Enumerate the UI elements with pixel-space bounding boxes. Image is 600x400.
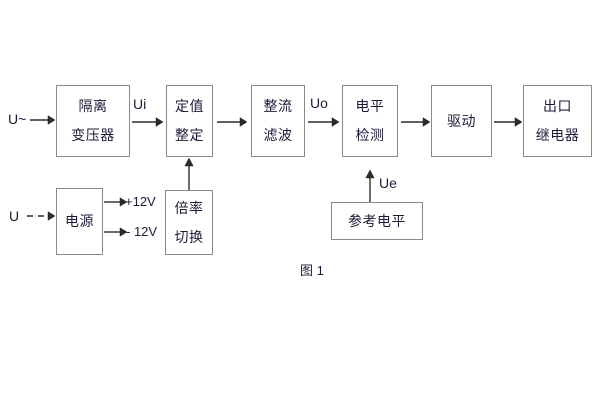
block-label-line-2: 检测 <box>355 127 385 143</box>
block-isolation-transformer[interactable]: 隔离 变压器 <box>56 85 130 157</box>
arrow-power-supply-negative-rail <box>104 226 128 238</box>
arrow-power-supply-positive-rail <box>104 196 128 208</box>
block-label-line-2: 变压器 <box>71 127 115 143</box>
signal-label-uo: Uo <box>310 95 328 111</box>
input-label-ac: U~ <box>8 111 27 127</box>
arrow-multiplier-switch-to-setting-value <box>183 157 195 191</box>
block-output-relay[interactable]: 出口 继电器 <box>523 85 592 157</box>
signal-label-ue: Ue <box>379 175 397 191</box>
arrow-rectify-filter-to-level-detection <box>308 116 340 128</box>
block-drive[interactable]: 驱动 <box>431 85 492 157</box>
block-reference-level[interactable]: 参考电平 <box>331 202 423 240</box>
block-label-line-1: 倍率 <box>174 199 204 216</box>
block-label-line-1: 整流 <box>263 98 293 115</box>
arrow-isolation-transformer-to-setting-value <box>132 116 164 128</box>
block-setting-value[interactable]: 定值 整定 <box>166 85 213 157</box>
rail-label-negative-12v: - 12V <box>126 224 158 239</box>
block-rectify-filter[interactable]: 整流 滤波 <box>251 85 305 157</box>
block-power-supply[interactable]: 电源 <box>56 188 103 255</box>
block-label-line-1: 电平 <box>355 98 385 115</box>
signal-label-ui: Ui <box>133 96 147 112</box>
block-multiplier-switch[interactable]: 倍率 切换 <box>165 190 213 255</box>
arrow-drive-to-output-relay <box>494 116 523 128</box>
block-label-line-2: 继电器 <box>535 127 580 143</box>
arrow-setting-value-to-rectify-filter <box>217 116 248 128</box>
arrow-reference-level-to-level-detection <box>364 169 376 203</box>
block-label-line-2: 切换 <box>174 228 204 245</box>
block-level-detection[interactable]: 电平 检测 <box>342 85 398 157</box>
rail-label-positive-12v: +12V <box>125 194 156 209</box>
block-label-line-1: 参考电平 <box>348 212 406 229</box>
block-label-line-2: 整定 <box>175 127 204 143</box>
arrow-input-ac-to-isolation-transformer <box>30 114 56 126</box>
block-label-line-1: 隔离 <box>78 98 108 115</box>
input-label-dc: U <box>9 208 20 224</box>
figure-caption: 图 1 <box>300 263 324 278</box>
block-label-line-1: 驱动 <box>447 112 476 129</box>
block-label-line-1: 电源 <box>65 213 94 230</box>
block-label-line-2: 滤波 <box>263 127 293 143</box>
arrow-input-dc-to-power-supply <box>27 210 57 222</box>
block-label-line-1: 出口 <box>543 98 572 115</box>
arrow-level-detection-to-drive <box>401 116 431 128</box>
block-label-line-1: 定值 <box>175 98 204 115</box>
